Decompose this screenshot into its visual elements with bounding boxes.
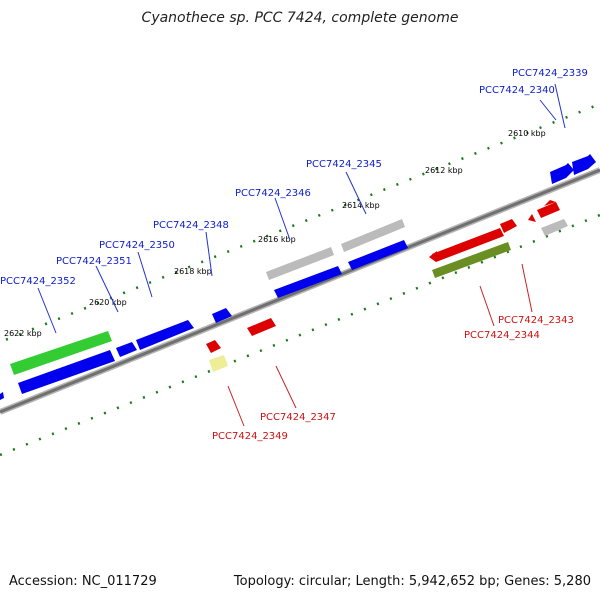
forward-genes <box>0 154 596 400</box>
gene-arrow[interactable] <box>206 340 221 353</box>
gene-arrow[interactable] <box>0 392 4 400</box>
gene-arrow[interactable] <box>429 251 437 262</box>
gene-label-forward[interactable]: PCC7424_2351 <box>56 256 132 267</box>
gene-label-forward[interactable]: PCC7424_2346 <box>235 188 311 199</box>
scale-label: 2614 kbp <box>342 201 380 210</box>
scale-label: 2616 kbp <box>258 235 296 244</box>
leader-line <box>137 251 153 298</box>
leader-line <box>95 265 119 313</box>
gene-arrow[interactable] <box>528 214 536 222</box>
gene-arrow[interactable] <box>247 318 276 336</box>
gene-label-forward[interactable]: PCC7424_2350 <box>99 240 175 251</box>
gene-arrow[interactable] <box>537 202 560 218</box>
gene-arrow[interactable] <box>10 331 112 375</box>
gene-arrow[interactable] <box>544 200 556 206</box>
leader-line <box>275 365 297 409</box>
leader-line <box>274 197 291 241</box>
gene-arrow[interactable] <box>348 240 408 270</box>
leader-line <box>37 287 57 334</box>
gene-arrow[interactable] <box>266 247 334 280</box>
gene-arrow[interactable] <box>18 350 115 394</box>
gene-label-forward[interactable]: PCC7424_2345 <box>306 159 382 170</box>
gene-arrow[interactable] <box>212 308 232 323</box>
gene-arrow[interactable] <box>432 242 511 278</box>
gene-label-forward[interactable]: PCC7424_2352 <box>0 276 76 287</box>
leader-line <box>554 83 566 129</box>
gene-arrow[interactable] <box>136 320 194 350</box>
leader-line <box>227 385 245 427</box>
gene-label-reverse[interactable]: PCC7424_2349 <box>212 431 288 442</box>
gene-arrow[interactable] <box>209 355 228 372</box>
accession-text: Accession: NC_011729 <box>9 574 157 589</box>
map-title: Cyanothece sp. PCC 7424, complete genome <box>141 10 459 26</box>
gene-arrow[interactable] <box>500 219 517 233</box>
leader-line <box>205 231 213 277</box>
leader-line <box>539 99 557 121</box>
scale-label: 2612 kbp <box>425 166 463 175</box>
gene-arrow[interactable] <box>541 219 568 236</box>
tick-row-lower <box>0 213 600 457</box>
gene-arrow[interactable] <box>116 342 137 357</box>
genome-info-text: Topology: circular; Length: 5,942,652 bp… <box>233 574 591 589</box>
gene-arrow[interactable] <box>572 154 596 175</box>
scale-label: 2618 kbp <box>174 267 212 276</box>
gene-arrow[interactable] <box>550 163 574 184</box>
leader-line <box>479 285 495 327</box>
scale-label: 2610 kbp <box>508 129 546 138</box>
gene-arrow[interactable] <box>341 219 405 252</box>
leader-line <box>345 171 367 215</box>
scale-label: 2620 kbp <box>89 298 127 307</box>
gene-label-forward[interactable]: PCC7424_2348 <box>153 220 229 231</box>
gene-label-forward[interactable]: PCC7424_2339 <box>512 68 588 79</box>
gene-label-reverse[interactable]: PCC7424_2343 <box>498 315 574 326</box>
gene-arrow[interactable] <box>274 266 342 298</box>
scale-label: 2622 kbp <box>4 329 42 338</box>
leader-line <box>521 263 533 313</box>
genome-backbone-core <box>0 168 600 414</box>
gene-label-forward[interactable]: PCC7424_2340 <box>479 85 555 96</box>
gene-arrow[interactable] <box>432 228 504 262</box>
gene-label-reverse[interactable]: PCC7424_2344 <box>464 330 540 341</box>
gene-label-reverse[interactable]: PCC7424_2347 <box>260 412 336 423</box>
